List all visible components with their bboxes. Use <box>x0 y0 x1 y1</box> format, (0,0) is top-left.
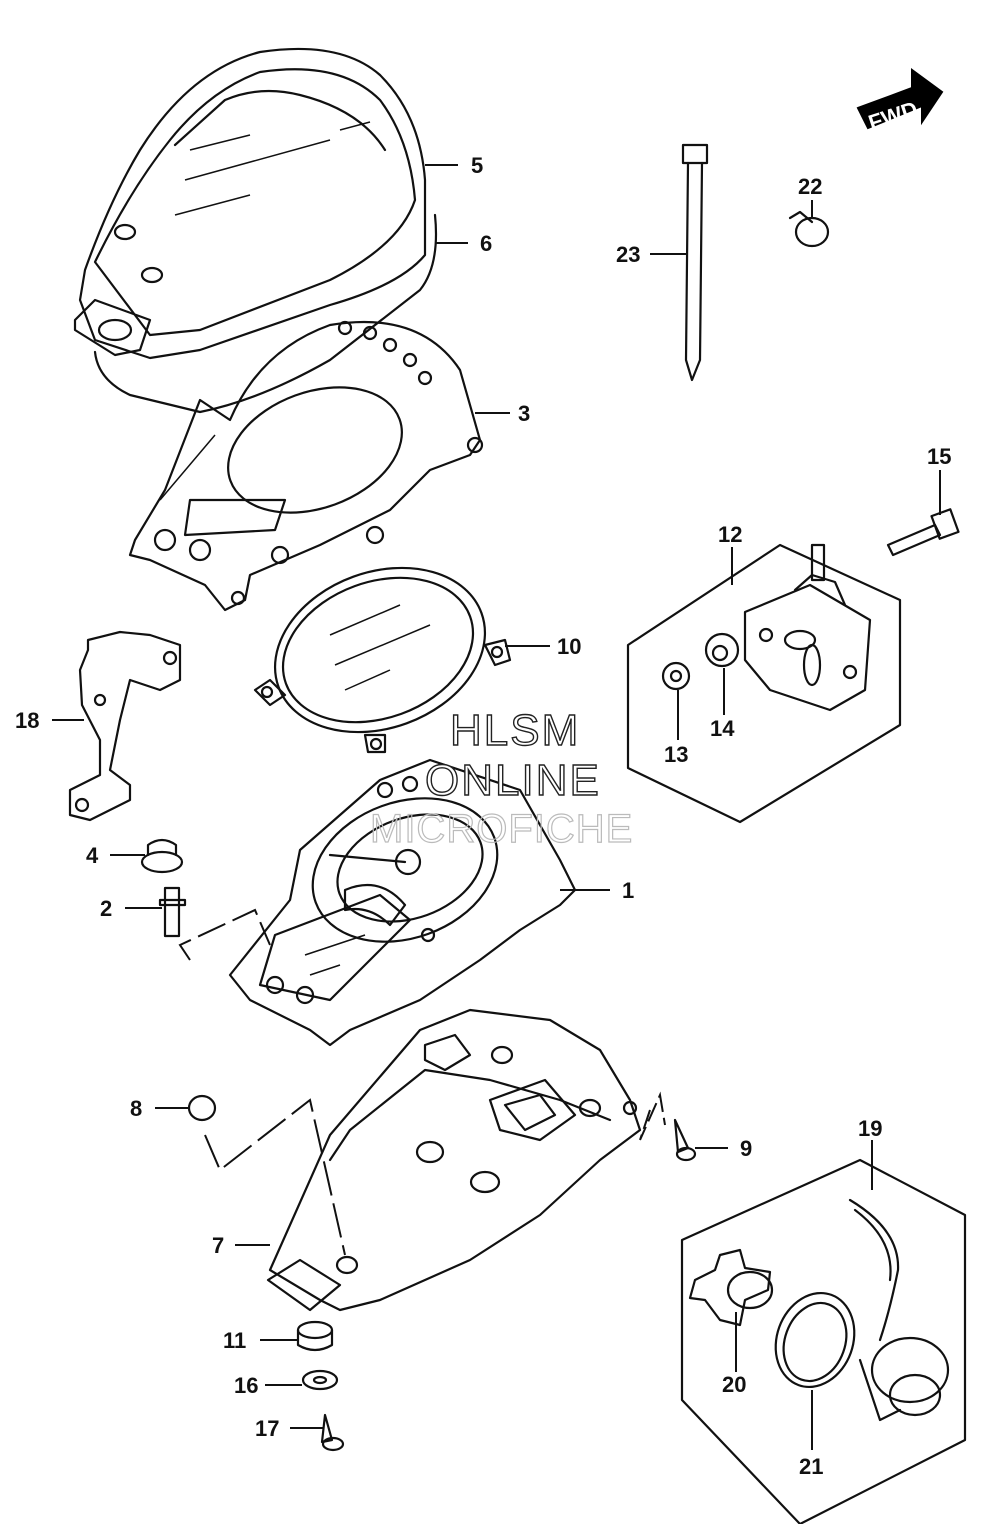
watermark-line-2: ONLINE <box>425 756 601 805</box>
watermark: HLSM ONLINE MICROFICHE <box>369 705 633 851</box>
spacer-part-2 <box>158 886 187 938</box>
callout-11: 11 <box>223 1328 246 1353</box>
lamp-assembly-box-part-12 <box>626 543 902 824</box>
socket-assembly-box-part-19 <box>680 1158 967 1524</box>
callout-13: 13 <box>664 742 688 767</box>
callout-1: 1 <box>622 878 634 903</box>
callout-4: 4 <box>86 843 99 868</box>
callout-19: 19 <box>858 1116 882 1141</box>
callout-18: 18 <box>15 708 39 733</box>
screw-part-17 <box>320 1413 345 1452</box>
callout-9: 9 <box>740 1136 752 1161</box>
callout-5: 5 <box>471 153 483 178</box>
meter-assembly-part-1 <box>228 758 577 1047</box>
bracket-part-18 <box>68 630 182 822</box>
callout-23: 23 <box>616 242 640 267</box>
screw-part-9 <box>673 1118 697 1162</box>
damper-part-11 <box>296 1320 334 1352</box>
callout-15: 15 <box>927 444 951 469</box>
fwd-arrow-icon: FWD <box>856 68 944 135</box>
cable-tie-part-23 <box>681 143 709 382</box>
meter-case-part-3 <box>128 320 484 612</box>
callout-22: 22 <box>798 174 822 199</box>
upper-cover-part-5 <box>73 47 427 360</box>
callout-3: 3 <box>518 401 530 426</box>
grommet-part-4 <box>140 838 184 874</box>
seal-part-6 <box>93 213 438 414</box>
callout-2: 2 <box>100 896 112 921</box>
callout-20: 20 <box>722 1372 746 1397</box>
callout-6: 6 <box>480 231 492 256</box>
bolt-part-15 <box>886 508 960 557</box>
cap-part-8 <box>187 1094 217 1122</box>
callout-12: 12 <box>718 522 742 547</box>
callout-17: 17 <box>255 1416 279 1441</box>
callout-10: 10 <box>557 634 581 659</box>
callout-14: 14 <box>710 716 735 741</box>
watermark-line-1: HLSM <box>450 706 580 755</box>
callout-16: 16 <box>234 1373 258 1398</box>
rear-case-part-7 <box>266 1008 642 1312</box>
watermark-line-3: MICROFICHE <box>370 807 633 851</box>
callout-8: 8 <box>130 1096 142 1121</box>
callout-21: 21 <box>799 1454 823 1479</box>
callout-numbers: 5 6 3 10 1 18 4 2 8 9 7 11 16 17 23 22 1… <box>15 153 951 1479</box>
clamp-part-22 <box>788 210 830 248</box>
washer-part-16 <box>301 1369 339 1391</box>
leader-lines <box>52 164 941 1450</box>
callout-7: 7 <box>212 1233 224 1258</box>
lens-ring-part-10 <box>253 566 512 754</box>
